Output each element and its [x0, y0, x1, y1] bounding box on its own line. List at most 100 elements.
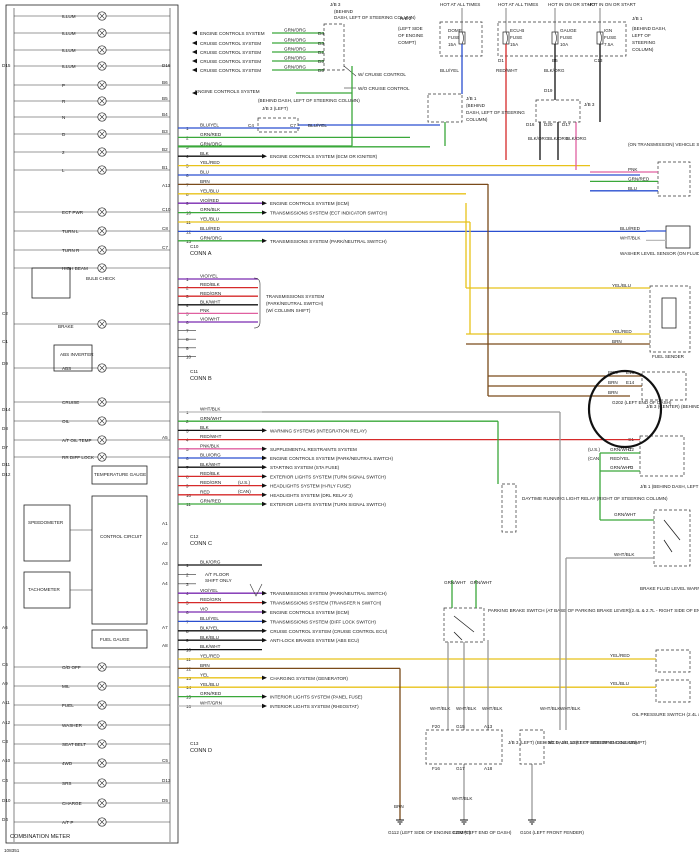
ecub-out-color: RED/WHT: [496, 68, 518, 73]
conn_a-color-9: GRN/BLK: [200, 207, 221, 212]
conn_d-arrow-12: [262, 675, 267, 680]
conn_b-color-0: VIO/YEL: [200, 274, 218, 279]
jb1-top-label: J/B 1: [632, 16, 643, 21]
lamp-bulb-gear-1: [97, 96, 107, 106]
speed-pin-0: PNK: [628, 167, 638, 172]
conn_d-pin-1: 2: [186, 572, 189, 577]
lamp-label-gear-5: L: [62, 168, 65, 173]
annotation-circle: [587, 369, 663, 449]
conn_c-dest-8: HEADLIGHTS SYSTEM (H-RLY FUSE): [270, 484, 351, 489]
jb3-d-box: [535, 99, 581, 123]
conn_c-dest-2: WARNING SYSTEMS (INTEGRATION RELAY): [270, 428, 367, 433]
conn_a-color-7: YEL/BLU: [200, 188, 219, 193]
oil-pressure-label: OIL PRESSURE SWITCH (2.4L & 2.7L - LOWER…: [632, 712, 699, 717]
jb3-top-title: J/B 3: [330, 2, 341, 7]
lamp-label-lamp-bottom-8: A/T P: [62, 820, 73, 825]
jb1-mid-loc-2: DASH, LEFT OF STEERING: [466, 110, 525, 115]
term-left-11: A9: [2, 681, 8, 686]
conn_d-color-7: BLK/YEL: [200, 625, 219, 630]
jc-label: J/C 9, J/C 10 (LEFT SIDE OF ENGINE COMPT…: [548, 740, 647, 745]
conn_d-color-10: YEL/RED: [200, 654, 220, 659]
conn_a-color-12: GRN/ORG: [200, 235, 222, 240]
brn-e14: BRN: [608, 380, 618, 385]
jb3-ground-label: J/B 3 (LEFT) (BEHIND DASH, LEFT OF STEER…: [508, 740, 638, 745]
blkorg-3: BLK/ORG: [566, 136, 587, 141]
term-left-16: C4: [2, 778, 8, 783]
rb2-loc-3: COMPT): [398, 40, 417, 45]
conn_c-dest-4: SUPPLEMENTAL RESTRAINTS SYSTEM: [270, 447, 357, 452]
speedometer-label: SPEEDOMETER: [28, 520, 64, 525]
control-circuit-box: [91, 495, 148, 625]
top-pin-4: D5: [318, 68, 324, 73]
washer-wire-label-1: WHT/BLK: [620, 235, 641, 240]
engine-top-arrow: [192, 90, 197, 96]
lamp-label-lamp-bottom-0: O/D OFF: [62, 665, 81, 670]
conn_b-color-3: BLK/WHT: [200, 299, 221, 304]
top-color-2: GRN/ORG: [284, 47, 306, 52]
gauge-fuse-1: GAUGE: [560, 28, 577, 33]
conn_c-color-3: RED/WHT: [200, 434, 222, 439]
washer-wire-label-0: BLU/RED: [620, 226, 641, 231]
lamp-bulb-gear-3-filament: [99, 131, 105, 137]
conn_c-arrow-6: [262, 465, 267, 470]
top-arrow-1: [192, 40, 197, 46]
whtblk-label-0: WHT/BLK: [430, 706, 451, 711]
conn_d-dest-5: ENGINE CONTROLS SYSTEM (ECM): [270, 610, 350, 615]
conn_d-color-12: YEL: [200, 672, 209, 677]
water-temp-label: (2.4L & 2.7L - RIGHT SIDE OF ENGINE) (3.…: [630, 608, 699, 613]
conn_d-dest-6: TRANSMISSIONS SYSTEM (DIFF LOCK SWITCH): [270, 619, 376, 624]
whtblk-label-1: WHT/BLK: [456, 706, 477, 711]
conn_b-color-2: RED/GRN: [200, 291, 221, 296]
dome-fuse-rating-1: FUSE: [448, 35, 460, 40]
term-right-4: B3: [162, 129, 168, 134]
jb1-mid-label: J/B 1: [466, 96, 477, 101]
top-color-3: GRN/ORG: [284, 56, 306, 61]
speed-sensor-label: (ON TRANSMISSION) VEHICLE SPEED SENSOR: [628, 142, 699, 147]
lamp-label-abs: ABS: [62, 366, 71, 371]
whtblk-label-5: WHT/BLK: [452, 796, 473, 801]
conn-c-us: (U.S.): [238, 480, 250, 485]
conn_a-color-5: BLU: [200, 170, 209, 175]
speed-pin-1: GRN/RED: [628, 176, 650, 181]
pin-e15: E15: [626, 370, 635, 375]
lamp-label-lamp-left-1: TURN L: [62, 229, 79, 234]
term-left-18: D4: [2, 817, 8, 822]
rb2-label: R/B 2: [400, 16, 412, 21]
ign-fuse-2: FUSE: [604, 35, 616, 40]
term-right-15: A4: [162, 581, 168, 586]
conn_c-color-6: BLK/WHT: [200, 462, 221, 467]
conn_d-color-8: BLK/BLU: [200, 635, 219, 640]
top-item-3: CRUISE CONTROL SYSTEM: [200, 59, 261, 64]
conn_d-color-15: WHT/GRN: [200, 701, 222, 706]
lamp-bulb-gear-0-filament: [99, 82, 105, 88]
lamp-label-cruise: CRUISE: [62, 400, 79, 405]
figure-id: 108351: [4, 848, 20, 853]
bulb-check-box: [31, 267, 71, 299]
lamp-bulb-lamp-bottom-4: [97, 739, 107, 749]
conn_a-color-10: YEL/BLU: [200, 217, 219, 222]
lamp-bulb-lamp-bottom-8: [97, 817, 107, 827]
g104-label: G104 (LEFT FRONT FENDER): [520, 830, 584, 835]
fuel-wire-label-2: BRN: [612, 339, 622, 344]
conn-b-group-text-1: TRANSMISSIONS SYSTEM: [266, 294, 324, 299]
lamp-label-lamp-bottom-1: MIL: [62, 684, 70, 689]
ecub-fuse-2: FUSE: [510, 35, 522, 40]
jb1-fuse-box: [497, 21, 627, 57]
jb3-left-title: J/B 3 (LEFT): [262, 106, 289, 111]
lamp-bulb-oil: [97, 416, 107, 426]
conn_d-color-11: BRN: [200, 663, 210, 668]
lamp-label-lamp-bottom-3: WASHER: [62, 723, 83, 728]
gauge-fuse-3: 10A: [560, 42, 569, 47]
lamp-label-illum-0: ILLUM: [62, 14, 76, 19]
top-color-0: GRN/ORG: [284, 28, 306, 33]
lamp-label-rr-diff-lock: RR DIFF LOCK: [62, 455, 95, 460]
meter-label: COMBINATION METER: [10, 834, 70, 840]
lamp-bulb-lamp-bottom-0: [97, 662, 107, 672]
hot-all-times-2: HOT AT ALL TIMES: [498, 2, 538, 7]
pin-c2: C2: [628, 447, 634, 452]
conn-a-label: CONN A: [190, 251, 212, 257]
lamp-bulb-lamp-bottom-7-filament: [99, 800, 105, 806]
